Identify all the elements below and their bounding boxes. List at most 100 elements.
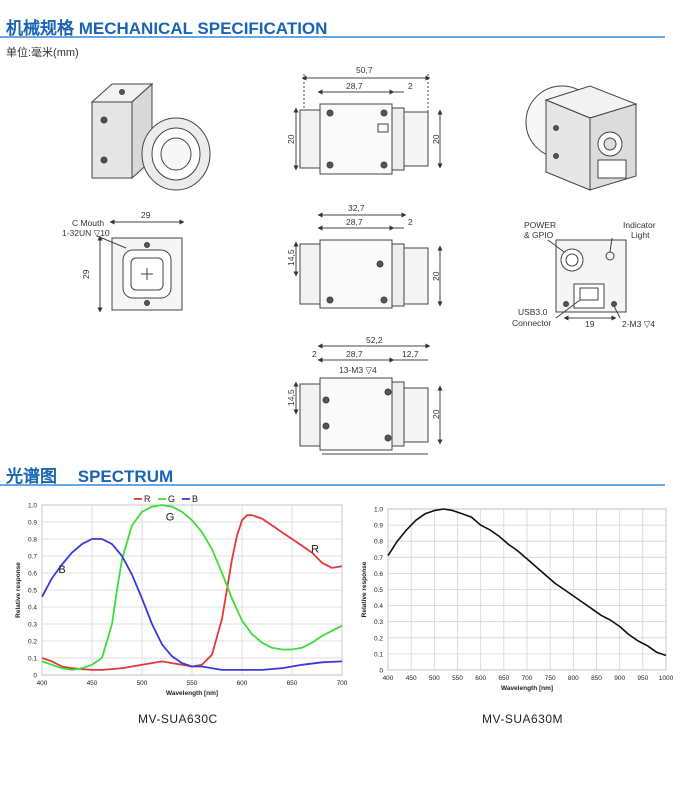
y-tick-label: 0.6 <box>374 571 383 578</box>
mid-inner-label: 28,7 <box>346 217 363 227</box>
y-tick-label: 0.1 <box>374 651 383 658</box>
y-tick-label: 0.9 <box>374 523 383 530</box>
y-tick-label: 0.5 <box>28 588 37 595</box>
back-view <box>547 237 627 321</box>
y-tick-label: 0.7 <box>374 555 383 562</box>
gpio-label: & GPIO <box>524 230 554 240</box>
bottom-side-view <box>293 343 443 455</box>
spectrum-title-cn: 光谱图 <box>6 467 57 486</box>
bottom-left-height-label: 14,5 <box>286 389 296 406</box>
annotation-r: R <box>311 544 319 556</box>
y-tick-label: 0.3 <box>28 622 37 629</box>
y-tick-label: 0.4 <box>374 603 383 610</box>
x-tick-label: 600 <box>475 675 486 682</box>
x-tick-label: 900 <box>614 675 625 682</box>
mechanical-divider <box>0 36 665 38</box>
series-line-g <box>41 504 343 671</box>
series-line-r <box>41 514 343 671</box>
connector-label: Connector <box>512 318 551 328</box>
front-view <box>96 219 185 313</box>
top-inner-label: 28,7 <box>346 81 363 91</box>
light-label: Light <box>631 230 650 240</box>
y-tick-label: 0.5 <box>374 587 383 594</box>
unit-label: 单位:毫米(mm) <box>6 47 79 59</box>
spectrum-title: 光谱图 SPECTRUM <box>6 462 173 487</box>
x-tick-label: 700 <box>337 680 348 687</box>
back-spacing-label: 19 <box>585 319 595 329</box>
legend-label-g: G <box>168 494 175 504</box>
x-tick-label: 400 <box>37 680 48 687</box>
y-tick-label: 0 <box>379 668 383 675</box>
x-tick-label: 800 <box>568 675 579 682</box>
y-tick-label: 0.8 <box>374 539 383 546</box>
x-tick-label: 500 <box>137 680 148 687</box>
y-tick-label: 0.6 <box>28 571 37 578</box>
y-tick-label: 0.1 <box>28 656 37 663</box>
bottom-right-label: 12,7 <box>402 349 419 359</box>
mid-overall-label: 32,7 <box>348 203 365 213</box>
bottom-overall-label: 52,2 <box>366 335 383 345</box>
thread-label: 1-32UN ▽10 <box>62 228 110 238</box>
annotation-g: G <box>166 511 175 523</box>
back-screws-label: 2-M3 ▽4 <box>622 319 655 329</box>
mid-right-height-label: 20 <box>431 271 441 281</box>
y-tick-label: 0.8 <box>28 537 37 544</box>
x-tick-label: 750 <box>545 675 556 682</box>
front-width-label: 29 <box>141 210 151 220</box>
y-tick-label: 0 <box>33 673 37 680</box>
series-line-b <box>41 538 343 671</box>
y-tick-label: 0.9 <box>28 520 37 527</box>
y-tick-label: 0.4 <box>28 605 37 612</box>
middle-side-view <box>293 212 443 309</box>
x-tick-label: 400 <box>383 675 394 682</box>
top-overall-label: 50,7 <box>356 65 373 75</box>
spectrum-divider <box>0 484 665 486</box>
y-axis-label: Relative response <box>15 562 22 618</box>
x-tick-label: 450 <box>406 675 417 682</box>
bottom-inner-label: 28,7 <box>346 349 363 359</box>
series-line-mono <box>387 508 667 657</box>
model-mono: MV-SUA630M <box>482 712 564 726</box>
y-tick-label: 0.2 <box>374 635 383 642</box>
legend-label-r: R <box>144 494 151 504</box>
x-axis-label: Wavelength [nm] <box>166 690 218 697</box>
x-tick-label: 450 <box>87 680 98 687</box>
iso-front-camera <box>90 82 211 191</box>
x-axis-label: Wavelength [nm] <box>501 685 553 692</box>
x-tick-label: 650 <box>287 680 298 687</box>
mechanical-drawings: C Mouth 1-32UN ▽10 29 29 50,7 28,7 2 20 … <box>62 65 656 455</box>
x-tick-label: 700 <box>522 675 533 682</box>
y-tick-label: 0.7 <box>28 554 37 561</box>
top-right-label: 2 <box>408 81 413 91</box>
bottom-screw-label: 13-M3 ▽4 <box>339 365 377 375</box>
power-label: POWER <box>524 220 556 230</box>
front-height-label: 29 <box>81 269 91 279</box>
x-tick-label: 950 <box>637 675 648 682</box>
y-tick-label: 1.0 <box>28 503 37 510</box>
x-tick-label: 550 <box>187 680 198 687</box>
bottom-left-label: 2 <box>312 349 317 359</box>
x-tick-label: 850 <box>591 675 602 682</box>
y-axis-label: Relative response <box>361 561 368 617</box>
indicator-label: Indicator <box>623 220 656 230</box>
x-tick-label: 550 <box>452 675 463 682</box>
spectrum-title-en: SPECTRUM <box>77 467 174 486</box>
x-tick-label: 1000 <box>659 675 674 682</box>
top-right-height-label: 20 <box>431 134 441 144</box>
y-tick-label: 1.0 <box>374 507 383 514</box>
top-side-view <box>293 74 443 175</box>
iso-back-camera <box>525 85 638 191</box>
y-tick-label: 0.3 <box>374 619 383 626</box>
annotation-b: B <box>58 564 65 576</box>
top-left-height-label: 20 <box>286 134 296 144</box>
usb-label: USB3.0 <box>518 307 548 317</box>
mid-right-label: 2 <box>408 217 413 227</box>
mechanical-title: 机械规格 MECHANICAL SPECIFICATION <box>6 19 328 38</box>
legend-label-b: B <box>192 494 198 504</box>
model-color: MV-SUA630C <box>138 712 218 726</box>
y-tick-label: 0.2 <box>28 639 37 646</box>
bottom-right-height-label: 20 <box>431 409 441 419</box>
